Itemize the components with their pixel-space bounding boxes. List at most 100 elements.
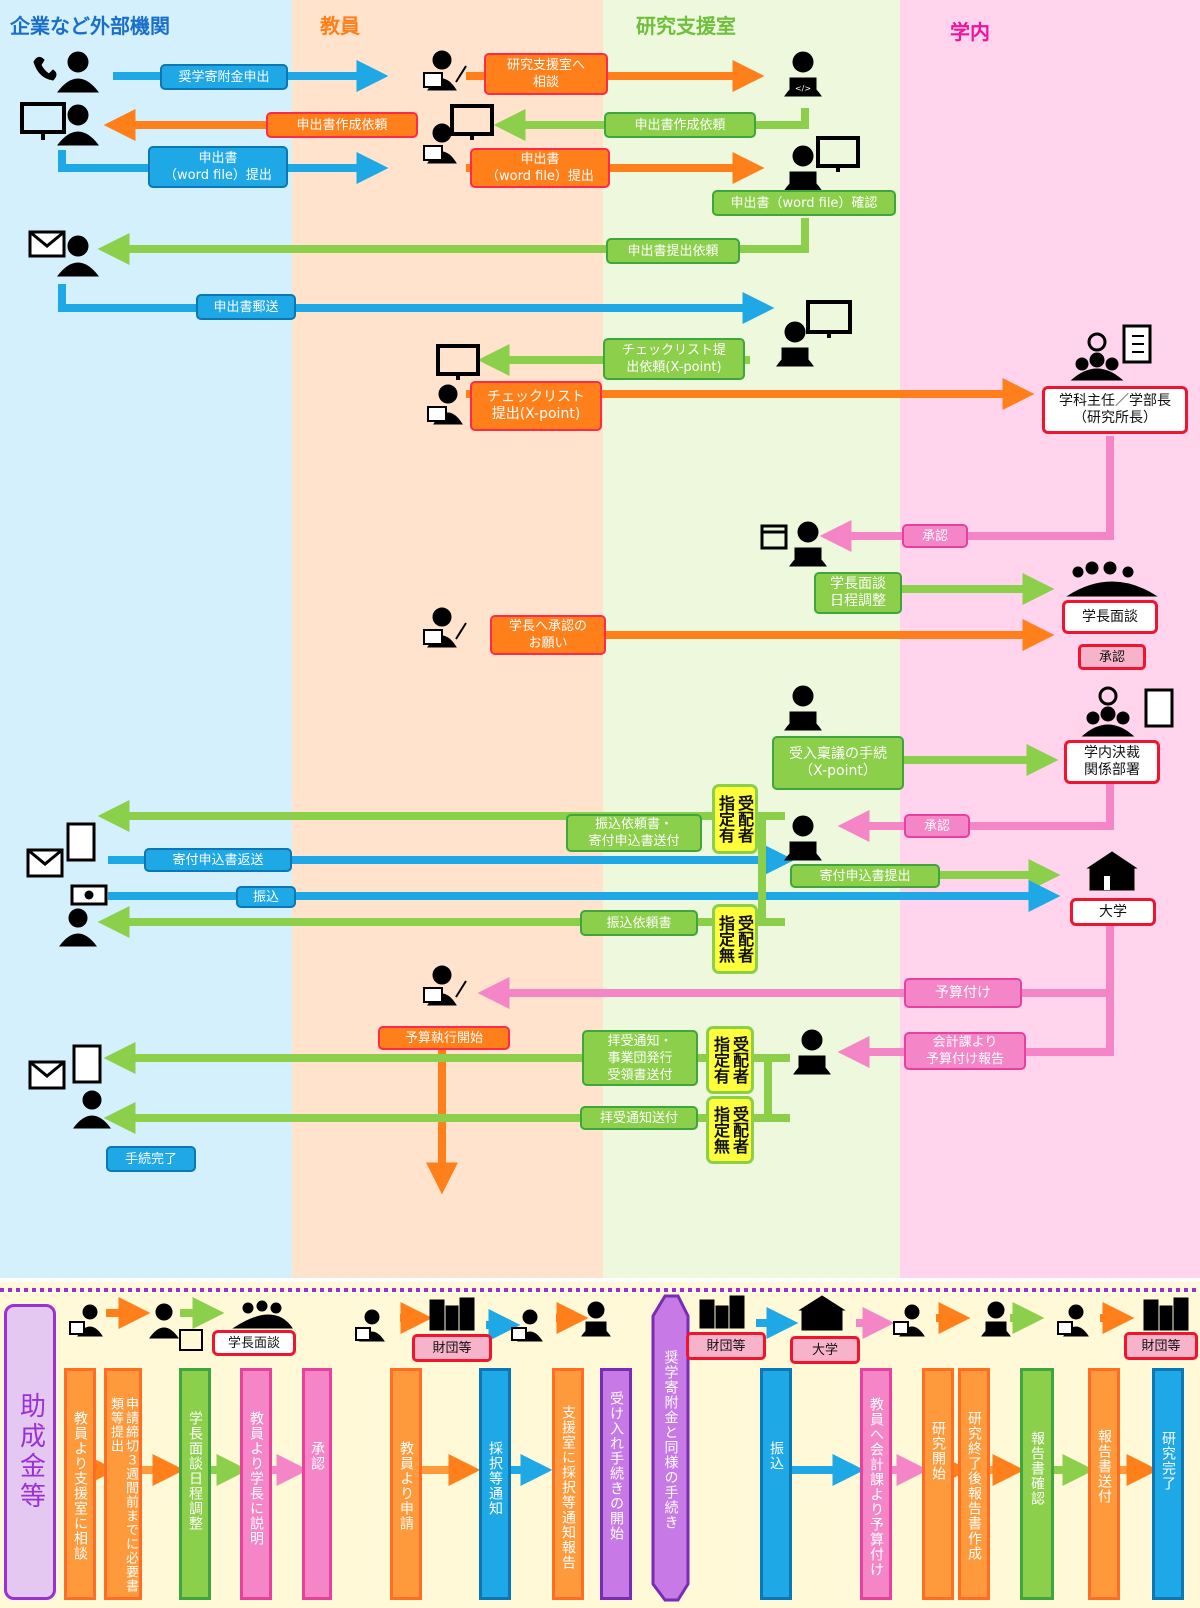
box-budget: 予算付け <box>904 978 1022 1008</box>
teacher-icon-3 <box>423 965 467 1006</box>
box-receipt-notice: 拝受通知・ 事業団発行 受領書送付 <box>582 1030 698 1086</box>
box-approve-1: 承認 <box>902 524 968 548</box>
lane-title-campus: 学内 <box>950 20 990 44</box>
box-schedule: 学長面談 日程調整 <box>814 572 902 614</box>
box-internal-dept: 学内決裁 関係部署 <box>1064 740 1160 784</box>
col-research-done: 研究完了 <box>1152 1368 1184 1600</box>
group-checklist-icon-1 <box>1070 324 1152 381</box>
bottom-foundation-3: 財団等 <box>1124 1332 1198 1360</box>
box-submit-checklist: チェックリスト 提出(X-point) <box>470 381 602 431</box>
bottom-president-meeting: 学長面談 <box>212 1330 296 1356</box>
group-checklist-icon-2 <box>1081 686 1174 737</box>
col-text: 教員より支援室に相談 <box>72 1411 88 1561</box>
box-send-transfer-req: 振込依頼書・ 寄付申込書送付 <box>566 814 702 852</box>
col-text: 受け入れ手続きの開始 <box>608 1391 624 1541</box>
coder-icon-3 <box>784 815 822 861</box>
col-text: 教員より申請 <box>398 1441 414 1531</box>
col-report-write: 研究終了後報告書作成 <box>958 1368 990 1600</box>
box-approve-2: 承認 <box>1078 644 1146 670</box>
col-report-check: 報告書確認 <box>1020 1368 1054 1600</box>
bottom-teacher-icon-4 <box>893 1304 925 1337</box>
bottom-title: 助成金等 <box>4 1304 56 1600</box>
box-done: 手続完了 <box>106 1146 196 1172</box>
col-report-adopt: 支援室に採択等通知報告 <box>552 1368 584 1600</box>
col-text: 採択等通知 <box>487 1441 503 1516</box>
box-ask-president: 学長へ承認の お願い <box>490 615 606 655</box>
teacher-monitor-icon-2 <box>427 344 480 425</box>
bottom-foundation-2: 財団等 <box>686 1332 766 1360</box>
box-transfer: 振込 <box>236 886 296 908</box>
box-req-submit: 申出書提出依頼 <box>606 238 740 264</box>
col-text: 申請締切３週間前までに必要書類等提出 <box>108 1397 138 1593</box>
bottom-building-icon-1 <box>429 1297 475 1331</box>
col-text: 研究終了後報告書作成 <box>966 1411 982 1561</box>
coder-icon-4 <box>793 1029 831 1075</box>
teacher-monitor-icon <box>423 104 494 164</box>
col-schedule: 学長面談日程調整 <box>179 1368 211 1600</box>
bottom-teacher-icon-1 <box>69 1304 103 1337</box>
coder-monitor-icon-1 <box>784 136 860 191</box>
box-recipient-no-2: 受配者 指定無 <box>706 1096 754 1164</box>
box-transfer-req: 振込依頼書 <box>580 910 698 936</box>
box-recipient-yes-2: 受配者 指定有 <box>706 1026 754 1094</box>
col-report-send: 報告書送付 <box>1088 1368 1120 1600</box>
col-text: 承認 <box>309 1441 325 1471</box>
box-acceptance: 受入稟議の手続 （X-point） <box>772 736 904 790</box>
lane-title-external: 企業など外部機関 <box>10 14 170 38</box>
box-submit-app: 寄付申込書提出 <box>790 864 940 888</box>
box-consult-support: 研究支援室へ 相談 <box>484 53 608 95</box>
lane-title-support: 研究支援室 <box>636 14 736 38</box>
mail-person-icon <box>28 230 100 277</box>
box-submit-word-faculty: 申出書 （word file）提出 <box>470 148 610 188</box>
col-explain: 教員より学長に説明 <box>240 1368 272 1600</box>
teacher-icon-1 <box>423 50 467 91</box>
bottom-teacher-icon-5 <box>1057 1304 1089 1337</box>
box-req-checklist: チェックリスト提 出依頼(X-point) <box>603 338 745 380</box>
box-submit-word-external: 申出書 （word file）提出 <box>148 146 288 188</box>
col-text: 報告書確認 <box>1029 1431 1045 1506</box>
box-apply-donation: 奨学寄附金申出 <box>160 64 288 90</box>
box-recipient-no-1: 受配者 指定無 <box>712 904 758 974</box>
hexagon-shape <box>651 1294 690 1602</box>
bottom-teacher-icon-2 <box>355 1309 385 1342</box>
coder-icon-1: </> <box>784 51 822 97</box>
col-transfer: 振込 <box>760 1368 792 1600</box>
col-text: 教員へ会計課より予算付け <box>868 1397 884 1577</box>
money-person-icon <box>58 884 108 947</box>
bottom-university: 大学 <box>790 1336 860 1364</box>
col-text: 振込 <box>768 1441 784 1471</box>
col-consult: 教員より支援室に相談 <box>64 1368 96 1600</box>
mail-checklist-icon-2 <box>28 1044 102 1090</box>
bottom-meeting-icon <box>232 1300 293 1329</box>
coder-icon-2 <box>784 685 822 731</box>
box-req-form-support: 申出書作成依頼 <box>604 112 756 138</box>
box-receipt-send: 拝受通知送付 <box>580 1106 698 1130</box>
col-text: 支援室に採択等通知報告 <box>560 1405 576 1570</box>
meeting-icon <box>1066 561 1158 597</box>
box-req-form-faculty: 申出書作成依頼 <box>266 112 418 138</box>
lane-title-faculty: 教員 <box>320 14 360 38</box>
bottom-university-icon <box>798 1295 846 1331</box>
coder-calendar-icon <box>760 521 827 567</box>
col-approve: 承認 <box>302 1368 332 1600</box>
box-budget-start: 予算執行開始 <box>378 1026 510 1050</box>
bottom-coder-icon-2 <box>981 1301 1011 1337</box>
box-mail-form: 申出書郵送 <box>196 294 296 320</box>
col-text: 報告書送付 <box>1096 1429 1112 1504</box>
phone-person-icon <box>33 51 100 93</box>
col-same-procedure: 奨学寄附金と同様の手続き <box>653 1310 688 1580</box>
svg-text:</>: </> <box>795 84 811 93</box>
box-budget-report: 会計課より 予算付け報告 <box>904 1032 1026 1070</box>
col-text: 奨学寄附金と同様の手続き <box>662 1350 679 1530</box>
col-text: 研究完了 <box>1160 1431 1176 1491</box>
bottom-building-icon-3 <box>1143 1297 1189 1331</box>
col-text: 学長面談日程調整 <box>187 1411 203 1531</box>
coder-monitor-icon-2 <box>776 300 852 367</box>
col-text: 教員より学長に説明 <box>248 1411 264 1546</box>
teacher-icon-2 <box>423 607 467 648</box>
bottom-building-icon-2 <box>699 1295 745 1329</box>
box-check-word: 申出書（word file）確認 <box>712 190 896 216</box>
bottom-teacher-icon-3 <box>511 1309 543 1342</box>
